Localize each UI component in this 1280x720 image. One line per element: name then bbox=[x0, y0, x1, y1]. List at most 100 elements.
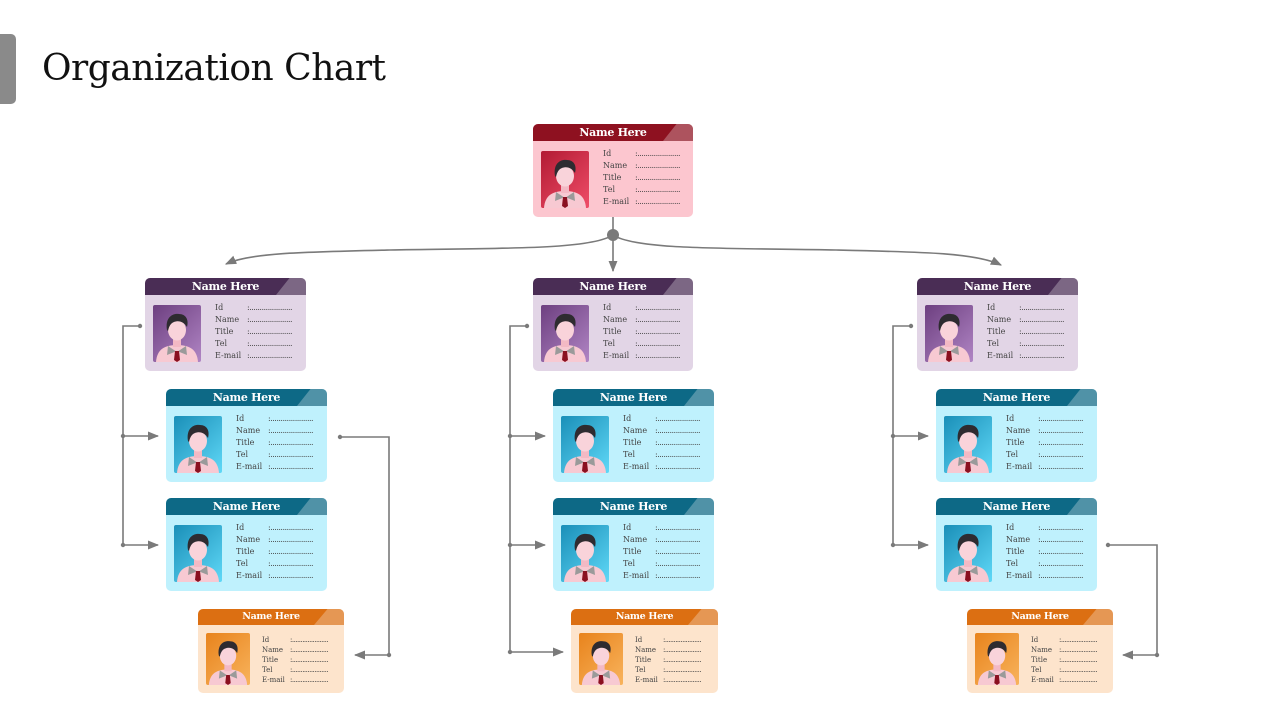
field-row: E-mail:..................... bbox=[1006, 461, 1084, 473]
field-row: Tel:..................... bbox=[603, 338, 681, 350]
field-value-placeholder: :..................... bbox=[635, 351, 681, 360]
field-row: Tel:..................... bbox=[1006, 558, 1084, 570]
field-label: Name bbox=[987, 315, 1012, 324]
field-row: Name:..................... bbox=[603, 314, 681, 326]
field-label: Tel bbox=[603, 339, 616, 348]
field-row: Id:..................... bbox=[236, 522, 314, 534]
field-value-placeholder: :..................... bbox=[1038, 571, 1084, 580]
card-header: Name Here bbox=[166, 389, 327, 406]
field-label: Title bbox=[623, 438, 642, 447]
person-avatar-icon bbox=[944, 416, 992, 473]
field-value-placeholder: :..................... bbox=[290, 656, 329, 664]
field-value-placeholder: :..................... bbox=[1059, 636, 1098, 644]
field-value-placeholder: :..................... bbox=[663, 676, 702, 684]
field-label: Title bbox=[1031, 656, 1048, 664]
field-label: Name bbox=[236, 426, 261, 435]
field-label: Id bbox=[623, 523, 632, 532]
field-row: Name:..................... bbox=[1031, 645, 1098, 655]
field-value-placeholder: :..................... bbox=[1038, 547, 1084, 556]
field-label: E-mail bbox=[215, 351, 242, 360]
card-header: Name Here bbox=[198, 609, 344, 625]
field-value-placeholder: :..................... bbox=[268, 438, 314, 447]
field-row: Name:..................... bbox=[603, 160, 681, 172]
card-header: Name Here bbox=[917, 278, 1078, 295]
field-row: E-mail:..................... bbox=[623, 570, 701, 582]
field-label: E-mail bbox=[987, 351, 1014, 360]
field-label: Id bbox=[1006, 523, 1015, 532]
field-row: Tel:..................... bbox=[1006, 449, 1084, 461]
field-row: E-mail:..................... bbox=[635, 675, 702, 685]
field-row: Title:..................... bbox=[215, 326, 293, 338]
field-value-placeholder: :..................... bbox=[663, 646, 702, 654]
card-fields: Id:.....................Name:...........… bbox=[236, 522, 314, 582]
person-avatar-icon bbox=[206, 633, 250, 685]
field-row: Title:..................... bbox=[635, 655, 702, 665]
card-name: Name Here bbox=[191, 280, 260, 293]
field-value-placeholder: :..................... bbox=[268, 450, 314, 459]
field-row: Tel:..................... bbox=[1031, 665, 1098, 675]
field-label: E-mail bbox=[262, 676, 285, 684]
field-row: E-mail:..................... bbox=[1006, 570, 1084, 582]
field-label: Tel bbox=[236, 559, 249, 568]
field-value-placeholder: :..................... bbox=[268, 462, 314, 471]
card-fields: Id:.....................Name:...........… bbox=[215, 302, 293, 362]
field-row: Tel:..................... bbox=[623, 558, 701, 570]
field-row: Id:..................... bbox=[1006, 522, 1084, 534]
field-value-placeholder: :..................... bbox=[635, 339, 681, 348]
field-label: Title bbox=[603, 173, 622, 182]
person-avatar-icon bbox=[579, 633, 623, 685]
field-label: Name bbox=[262, 646, 284, 654]
field-value-placeholder: :..................... bbox=[1038, 438, 1084, 447]
field-value-placeholder: :..................... bbox=[655, 571, 701, 580]
header-accent bbox=[684, 389, 714, 406]
field-value-placeholder: :..................... bbox=[1059, 666, 1098, 674]
field-value-placeholder: :..................... bbox=[268, 547, 314, 556]
person-avatar-icon bbox=[174, 525, 222, 582]
field-value-placeholder: :..................... bbox=[663, 666, 702, 674]
card-name: Name Here bbox=[579, 126, 647, 139]
card-fields: Id:.....................Name:...........… bbox=[623, 413, 701, 473]
field-label: Name bbox=[1031, 646, 1053, 654]
card-fields: Id:.....................Name:...........… bbox=[1006, 522, 1084, 582]
card-fields: Id:.....................Name:...........… bbox=[1031, 635, 1098, 685]
field-row: Name:..................... bbox=[236, 425, 314, 437]
field-value-placeholder: :..................... bbox=[635, 197, 681, 206]
field-value-placeholder: :..................... bbox=[268, 414, 314, 423]
field-row: E-mail:..................... bbox=[215, 350, 293, 362]
field-row: Id:..................... bbox=[603, 148, 681, 160]
field-label: E-mail bbox=[1006, 462, 1033, 471]
card-header: Name Here bbox=[553, 389, 714, 406]
field-value-placeholder: :..................... bbox=[1019, 351, 1065, 360]
field-row: Id:..................... bbox=[623, 413, 701, 425]
field-label: Id bbox=[1006, 414, 1015, 423]
field-row: Tel:..................... bbox=[236, 449, 314, 461]
card-header: Name Here bbox=[145, 278, 306, 295]
field-label: Name bbox=[623, 426, 648, 435]
field-label: Name bbox=[215, 315, 240, 324]
header-accent bbox=[314, 609, 344, 625]
header-accent bbox=[663, 278, 693, 295]
header-accent bbox=[1067, 498, 1097, 515]
card-name: Name Here bbox=[982, 500, 1051, 513]
field-row: Title:..................... bbox=[236, 546, 314, 558]
field-row: Title:..................... bbox=[1031, 655, 1098, 665]
field-label: Title bbox=[236, 547, 255, 556]
field-row: Id:..................... bbox=[236, 413, 314, 425]
field-row: Name:..................... bbox=[623, 534, 701, 546]
field-label: Name bbox=[623, 535, 648, 544]
card-fields: Id:.....................Name:...........… bbox=[987, 302, 1065, 362]
field-value-placeholder: :..................... bbox=[247, 315, 293, 324]
